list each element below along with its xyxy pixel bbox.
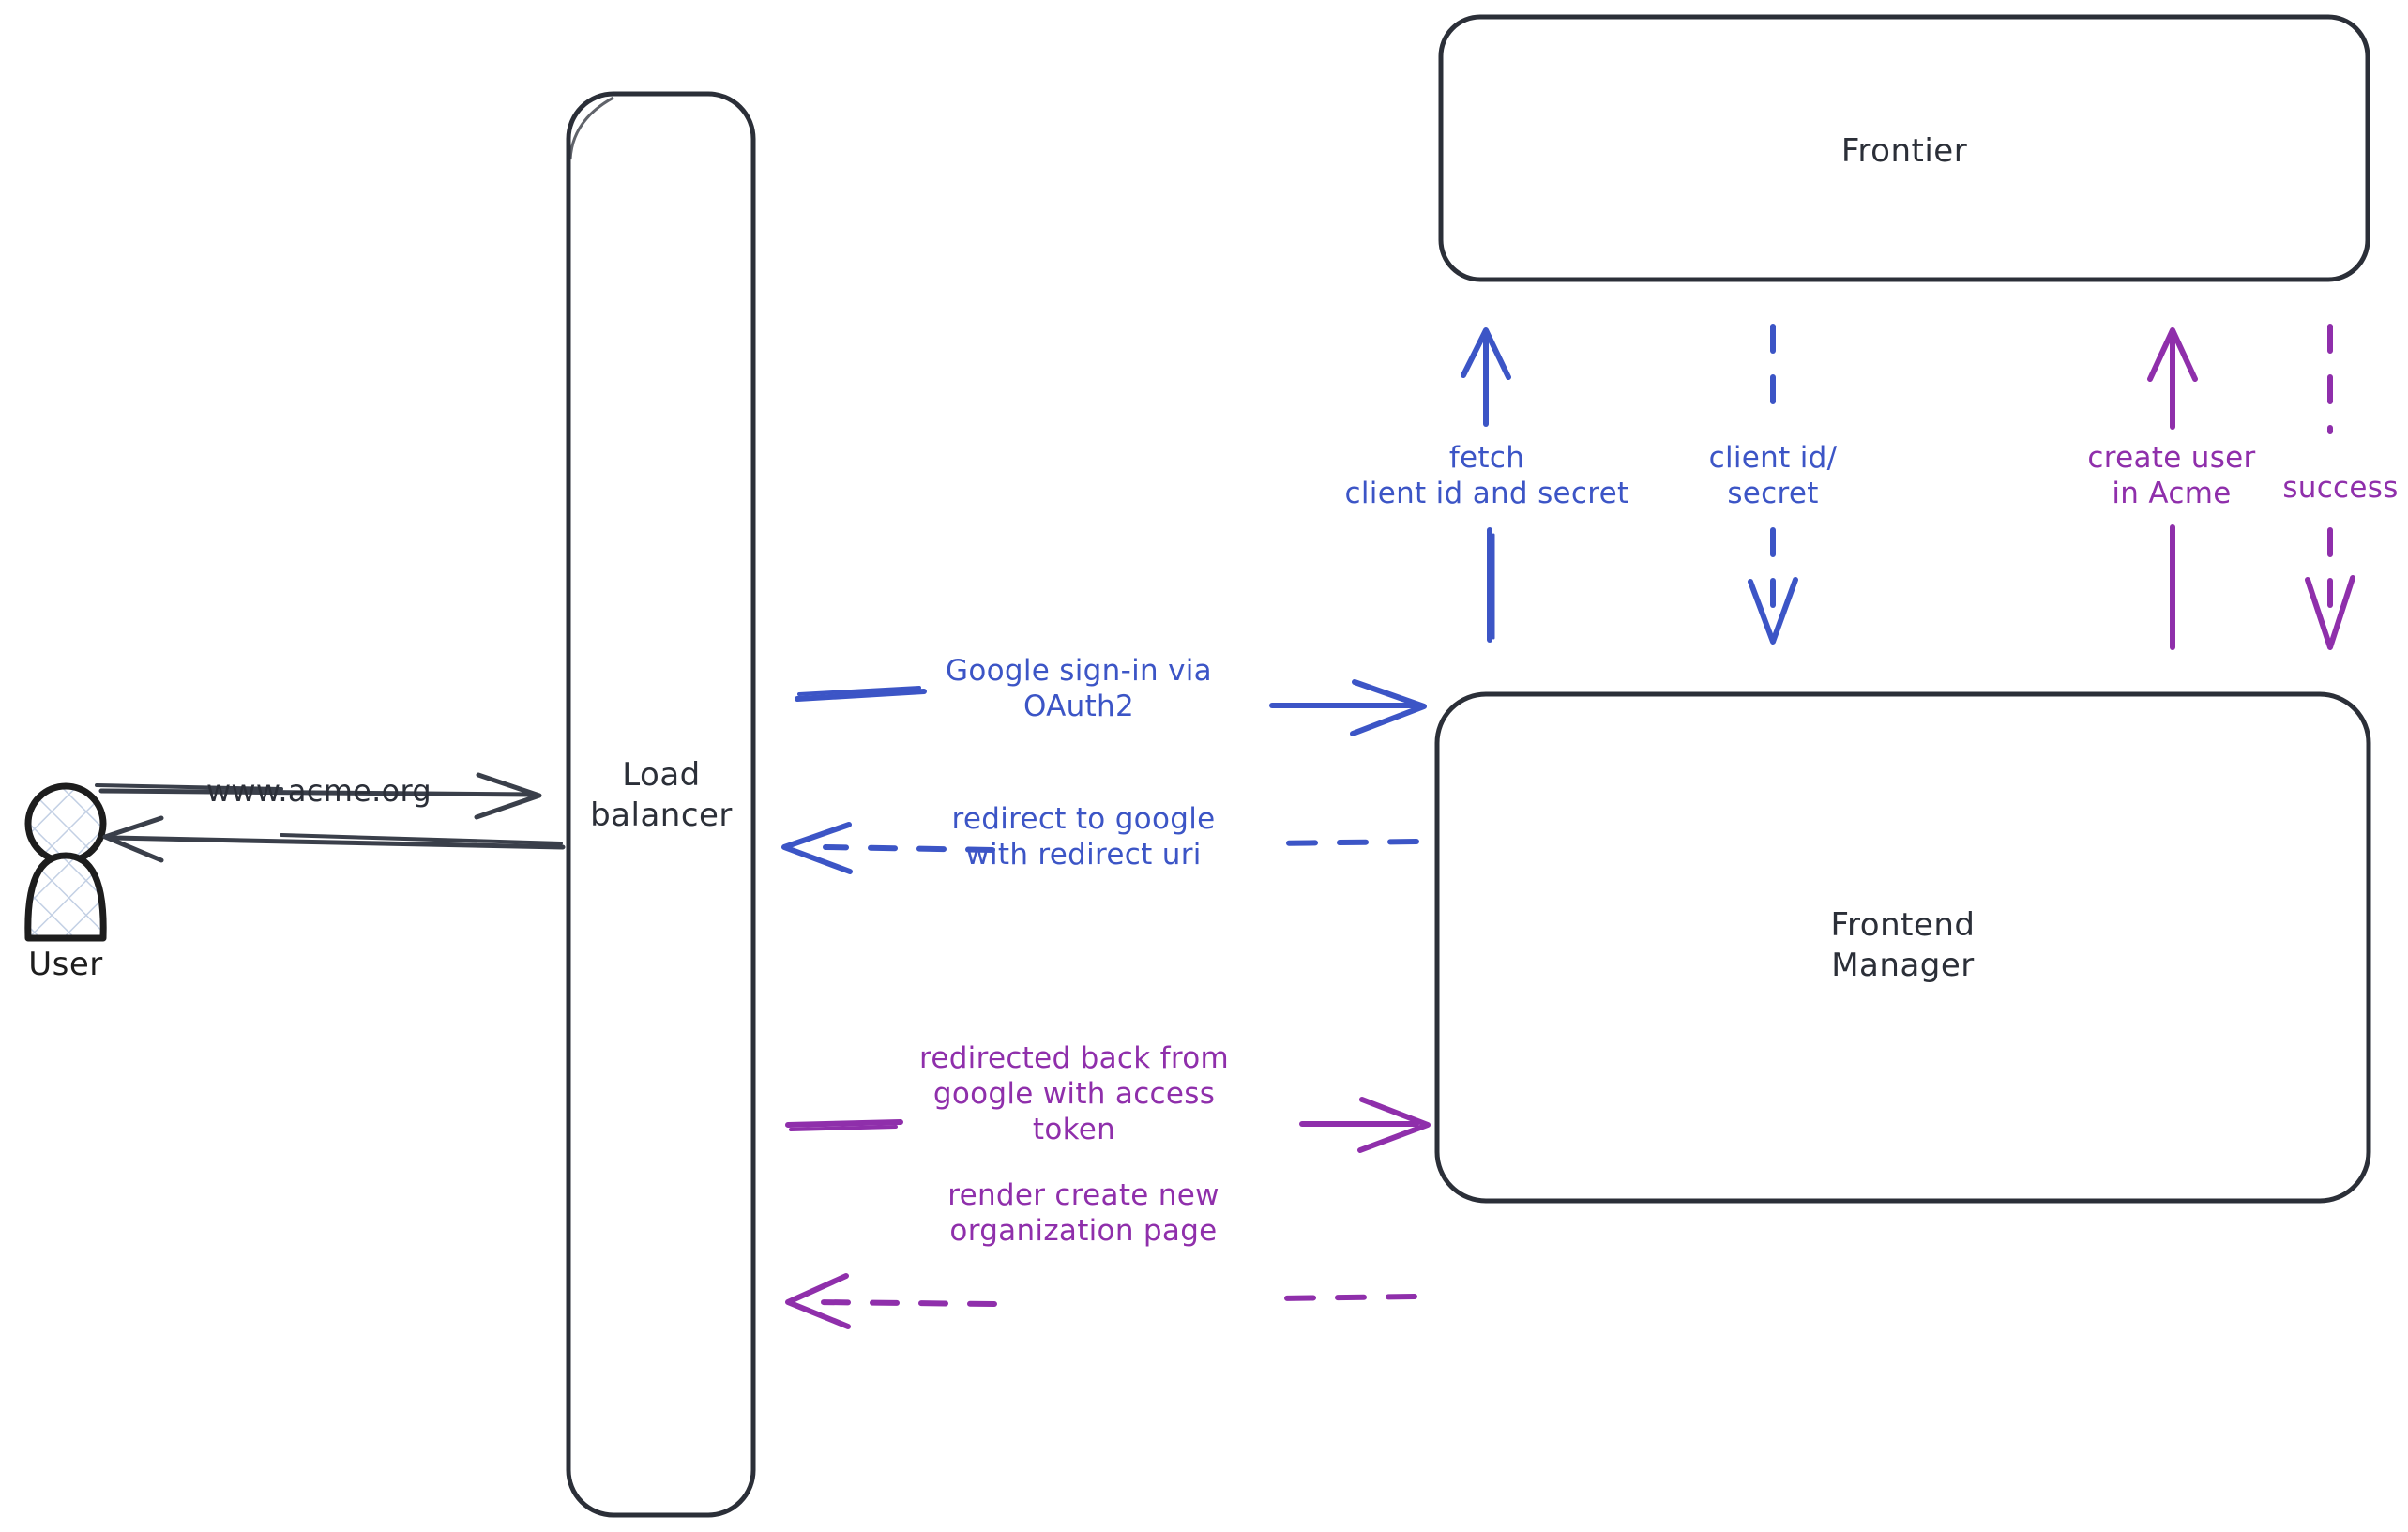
edge-lb-to-user-arrow (102, 815, 566, 863)
edge-label-frontier-to-fm-creds: client id/ secret (1708, 441, 1838, 510)
edge-lb-to-fm-signin-arrow (795, 679, 1427, 736)
user-figure-icon (24, 782, 107, 942)
actor-label-user: User (28, 946, 103, 983)
edge-lb-to-fm-token-arrow (785, 1097, 1431, 1153)
edge-user-to-lb-arrow (95, 772, 542, 820)
edge-label-fm-to-lb-redirect: redirect to google with redirect uri (951, 802, 1216, 872)
node-frontend-manager-shape[interactable] (1434, 691, 2371, 1204)
edge-label-fm-to-frontier-create-user: create user in Acme (2087, 441, 2256, 510)
edge-frontier-to-fm-creds-arrow (1748, 324, 1798, 645)
edge-fm-to-lb-render-arrow (785, 1273, 1417, 1329)
node-label-frontier: Frontier (1840, 132, 1968, 170)
edge-fm-to-frontier-create-user-arrow (2147, 327, 2198, 650)
edge-label-frontier-to-fm-success: success (2282, 471, 2399, 505)
node-label-load-balancer: Load balancer (590, 756, 733, 834)
edge-fm-to-frontier-fetch-arrow (1461, 327, 1511, 643)
node-load-balancer-shape[interactable] (566, 91, 756, 1518)
edge-fm-to-lb-redirect-arrow (781, 822, 1419, 874)
edge-label-user-to-lb: www.acme.org (205, 773, 432, 809)
edge-label-lb-to-fm-token: redirected back from google with access … (918, 1041, 1230, 1146)
edge-frontier-to-fm-success-arrow (2305, 324, 2355, 650)
edge-label-fm-to-lb-render: render create new organization page (947, 1178, 1219, 1248)
node-frontier-shape[interactable] (1438, 14, 2370, 282)
edge-label-fm-to-frontier-fetch: fetch client id and secret (1344, 441, 1629, 510)
edge-label-lb-to-fm-signin: Google sign-in via OAuth2 (946, 654, 1212, 723)
node-label-frontend-manager: Frontend Manager (1830, 906, 1976, 984)
